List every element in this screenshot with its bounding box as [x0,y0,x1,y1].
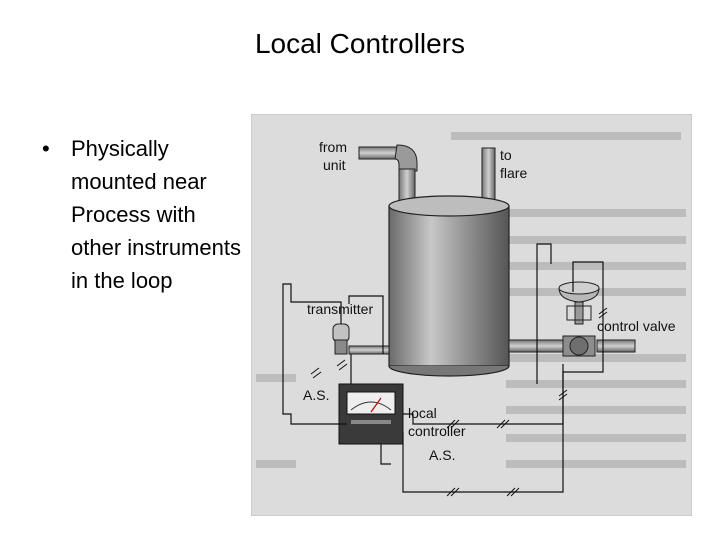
transmitter [332,323,390,355]
label-controller: controller [408,423,466,439]
label-transmitter: transmitter [307,301,373,317]
label-air-supply-bottom: A.S. [429,447,455,463]
label-control-valve: control valve [597,318,676,334]
control-valve [558,281,600,357]
slide-title: Local Controllers [254,28,466,59]
bullet-marker: • [42,136,50,161]
bullet-text: Physically mounted near Process with oth… [71,136,241,293]
label-local: local [408,405,437,421]
signal-lines [282,243,604,493]
label-to: to [500,147,512,163]
signal-hash-marks [310,307,608,497]
diagram-svg: from unit to flare transmitter control v… [251,114,692,516]
local-controller-device [338,383,404,445]
outlet-pipe [508,339,636,353]
label-from: from [319,139,347,155]
label-flare: flare [500,165,527,181]
bullet-list: • Physically mounted near Process with o… [42,132,242,297]
label-unit: unit [323,157,346,173]
process-diagram: from unit to flare transmitter control v… [251,114,692,516]
bullet-item: • Physically mounted near Process with o… [42,132,242,297]
label-air-supply-left: A.S. [303,387,329,403]
vessel-tank [388,195,510,377]
